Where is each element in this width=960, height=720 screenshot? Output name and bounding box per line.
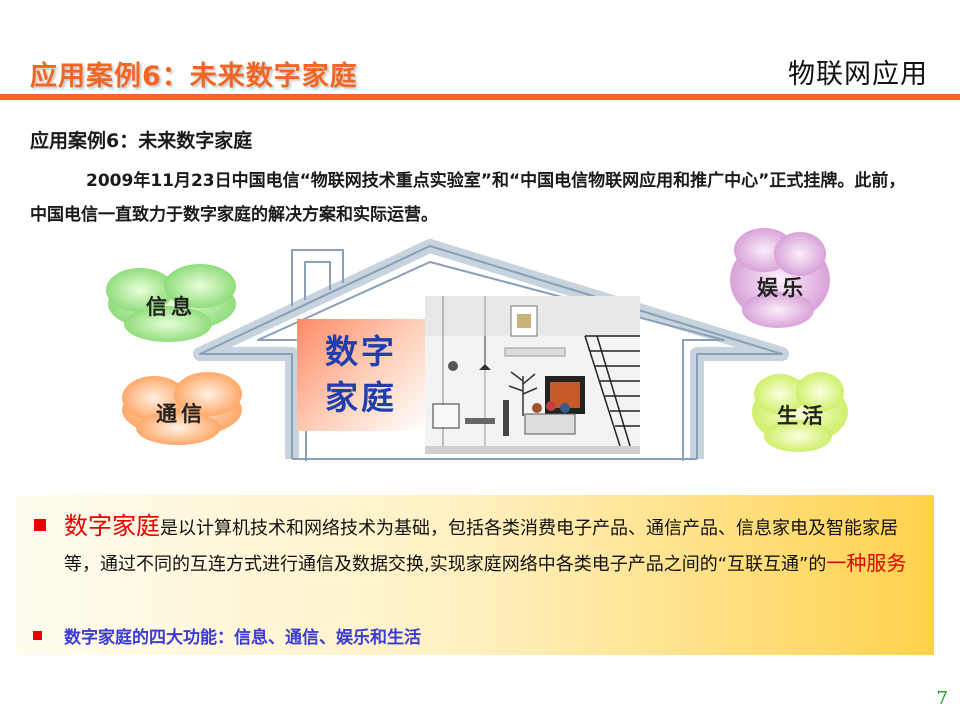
core-label-line-1: 数字 [325, 332, 397, 371]
bullet-square-small-icon [33, 631, 42, 640]
cloud-life-shape [752, 372, 848, 452]
definition-paragraph: 数字家庭是以计算机技术和网络技术为基础，包括各类消费电子产品、通信产品、信息家电… [64, 509, 924, 582]
definition-panel: 数字家庭是以计算机技术和网络技术为基础，包括各类消费电子产品、通信产品、信息家电… [16, 495, 934, 655]
title-divider [0, 94, 960, 100]
cloud-label-entertainment: 娱乐 [757, 276, 807, 300]
section-brand: 物联网应用 [788, 59, 928, 90]
digital-home-core-box: 数字 家庭 [297, 319, 425, 431]
definition-emphasis: 一种服务 [826, 551, 907, 575]
definition-body: 是以计算机技术和网络技术为基础，包括各类消费电子产品、通信产品、信息家电及智能家… [64, 518, 898, 575]
cloud-ent-shape [730, 228, 830, 328]
intro-paragraph: 2009年11月23日中国电信“物联网技术重点实验室”和“中国电信物联网应用和推… [30, 171, 906, 225]
cloud-label-info: 信息 [146, 295, 196, 319]
home-interior-illustration [425, 296, 640, 454]
slide-title: 应用案例6：未来数字家庭 [30, 61, 358, 92]
cloud-label-communication: 通信 [156, 402, 206, 426]
cloud-label-life: 生活 [777, 404, 827, 428]
digital-home-core-label: 数字 家庭 [297, 329, 425, 421]
page-number: 7 [936, 688, 948, 709]
cloud-info-shape [106, 264, 236, 342]
bullet-square-icon [34, 519, 46, 531]
cloud-comm-shape [122, 372, 242, 445]
core-label-line-2: 家庭 [325, 378, 397, 417]
definition-term: 数字家庭 [64, 512, 160, 540]
four-functions-line: 数字家庭的四大功能：信息、通信、娱乐和生活 [64, 628, 421, 648]
case-subtitle: 应用案例6：未来数字家庭 [30, 130, 253, 152]
